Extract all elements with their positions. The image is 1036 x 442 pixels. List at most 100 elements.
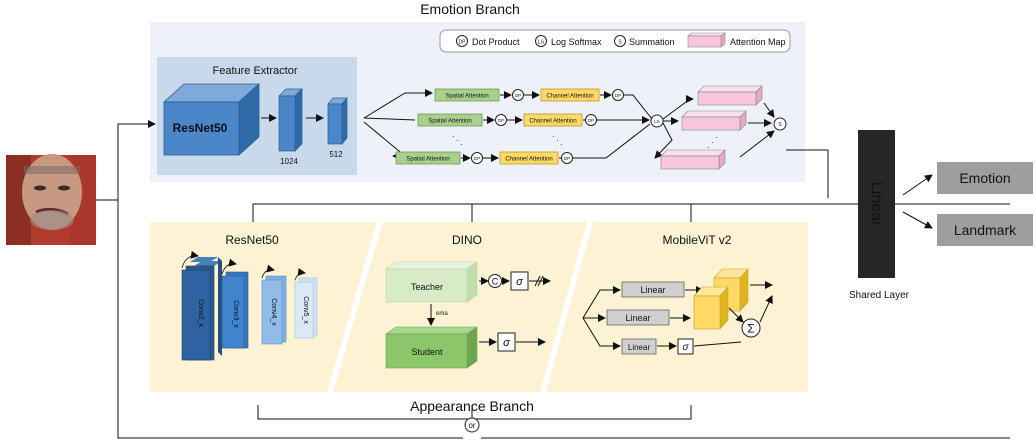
conv2-label: Conv2_x (197, 299, 204, 327)
ls-fanout (654, 95, 694, 159)
channel-attention-box (499, 151, 559, 165)
concat-icon (488, 274, 502, 288)
stop-grad-mark (537, 275, 544, 287)
legend: DP Dot Product LS Log Softmax S Summatio… (439, 29, 791, 53)
mobilevit-input-lines (582, 286, 621, 350)
ellipsis-maps: · (711, 138, 714, 147)
spatial-attention-box (395, 151, 461, 165)
summation-icon (614, 35, 626, 47)
mobilevit-title: MobileViT v2 (663, 233, 732, 247)
appearance-branch-title: Appearance Branch (410, 398, 534, 414)
resnet50-label: ResNet50 (173, 121, 228, 135)
emotion-output-box (937, 162, 1033, 194)
teacher-sigma-box (510, 271, 529, 291)
conv4-label: Conv4_x (270, 298, 277, 326)
dot-product-icon (512, 89, 524, 101)
or-label: or (468, 421, 475, 430)
feature-extractor-title: Feature Extractor (213, 65, 298, 77)
linear-box-3 (621, 338, 657, 355)
dot-product-icon (612, 89, 624, 101)
ellipsis-channel: · (560, 140, 563, 149)
emotion-to-shared-line (786, 149, 829, 198)
legend-attention-map-label: Attention Map (730, 37, 786, 47)
emotion-branch-title: Emotion Branch (420, 1, 520, 17)
attention-map-2 (681, 110, 747, 131)
linear-label-1: Linear (640, 285, 665, 295)
mobilevit-sigma-label: σ (682, 342, 689, 353)
linear-box-1 (621, 281, 685, 298)
ellipsis-spatial: · (460, 140, 463, 149)
dot-product-icon (495, 114, 507, 126)
conv5-stack (294, 277, 318, 339)
concat-label: C (492, 277, 499, 287)
shared-linear-label: Linear (868, 182, 885, 227)
conv2-stack (181, 257, 222, 361)
legend-ls-symbol: LS (538, 40, 545, 46)
student-block (385, 326, 478, 369)
dot-product-icon (456, 35, 468, 47)
dp-label: DP (588, 118, 594, 123)
conv3-label: Conv3_x (232, 300, 239, 328)
dp-label: DP (498, 118, 504, 123)
linear-label-2: Linear (625, 313, 650, 323)
legend-s-symbol: S (618, 40, 622, 46)
converge-lines (573, 94, 653, 159)
dp-label: DP (474, 156, 480, 161)
resnet-skip-arrows (181, 250, 306, 281)
feature-map-1024 (278, 88, 303, 152)
channel-attention-box (523, 113, 583, 127)
maps-to-sum (739, 102, 775, 158)
ellipsis-spatial: · (456, 136, 459, 145)
channel-attention-label: Channel Attention (529, 119, 576, 125)
dot-product-icon (561, 152, 573, 164)
channel-attention-label: Channel Attention (546, 94, 593, 100)
mobilevit-cube-front (693, 286, 729, 330)
mobilevit-sum-label: Σ (747, 322, 754, 336)
conv3-stack (221, 271, 249, 349)
ls-label: LS (654, 119, 660, 124)
summation-icon (773, 117, 787, 131)
attention-map-1 (697, 85, 763, 106)
emotion-output-label: Emotion (959, 170, 1010, 186)
dino-title: DINO (452, 233, 482, 247)
teacher-sigma-label: σ (516, 276, 523, 288)
spatial-attention-box (434, 88, 500, 102)
conv5-label: Conv5_x (302, 296, 309, 324)
student-sigma-label: σ (503, 337, 510, 349)
channel-attention-label: Channel Attention (505, 157, 552, 163)
spatial-attention-label: Spatial Attention (428, 119, 471, 125)
ellipsis-spatial: · (452, 132, 455, 141)
ema-label: ema (436, 311, 448, 317)
legend-summation-label: Summation (629, 37, 675, 47)
ellipsis-maps: · (707, 143, 710, 152)
dot-product-icon (471, 152, 483, 164)
teacher-block (385, 261, 478, 303)
spatial-attention-label: Spatial Attention (406, 157, 449, 163)
stop-grad-mark (534, 275, 541, 287)
spatial-attention-box (417, 113, 483, 127)
shared-linear-layer (858, 130, 895, 278)
dim-1024-label: 1024 (280, 157, 298, 166)
linear-box-2 (606, 309, 670, 326)
attention-row-3: Spatial Attention DP Channel Attention D… (395, 151, 573, 165)
resnet50-block (162, 83, 261, 156)
dp-label: DP (564, 156, 570, 161)
channel-attention-box (540, 88, 600, 102)
linear-label-3: Linear (628, 343, 651, 352)
student-sigma-box (497, 332, 516, 352)
log-softmax-icon (535, 35, 547, 47)
student-label: Student (411, 347, 443, 357)
attention-map-3 (660, 149, 726, 170)
dp-label: DP (615, 93, 621, 98)
attention-row-2: Spatial Attention DP Channel Attention D… (417, 113, 597, 127)
dim-512-label: 512 (329, 150, 343, 159)
input-face-image (6, 154, 96, 245)
s-label: S (778, 122, 782, 128)
mobilevit-sum-icon (741, 318, 761, 338)
ellipsis-channel: · (556, 136, 559, 145)
legend-dot-product-label: Dot Product (472, 37, 520, 47)
resnet50-appearance-title: ResNet50 (225, 233, 279, 247)
output-arrows (902, 174, 933, 229)
legend-dp-symbol: DP (459, 40, 467, 46)
